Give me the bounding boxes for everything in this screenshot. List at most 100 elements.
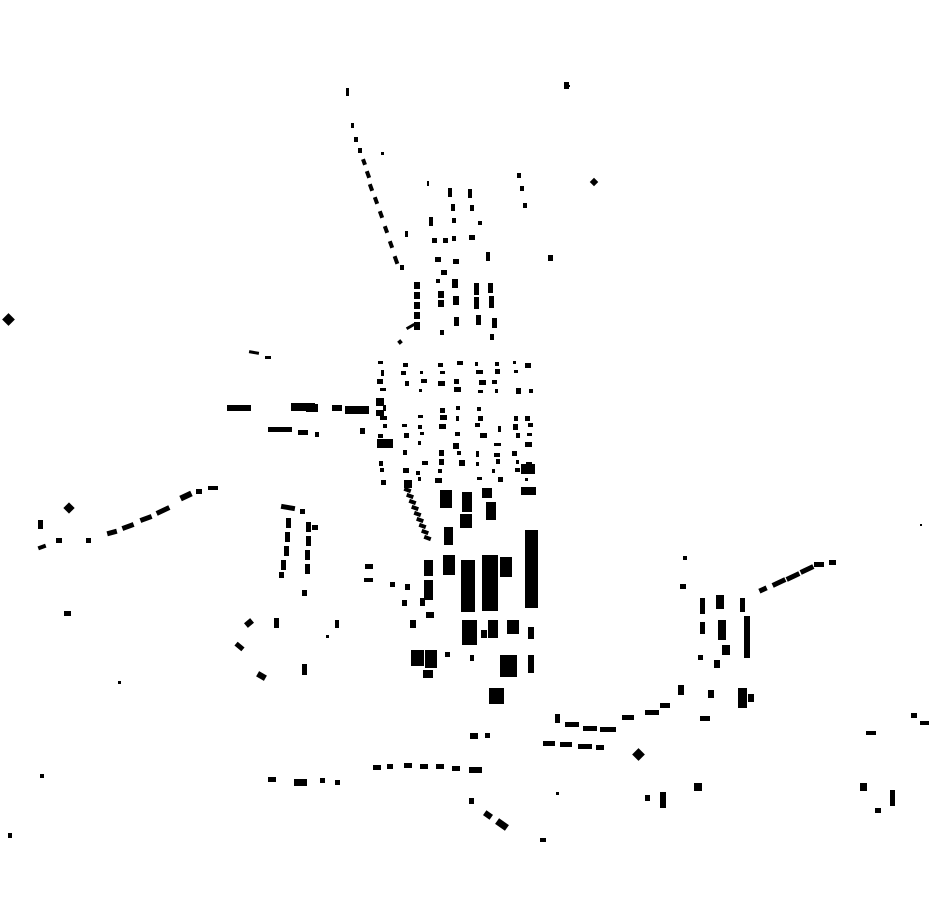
building <box>457 451 461 455</box>
building <box>423 534 432 542</box>
building <box>498 426 501 432</box>
building <box>478 221 482 225</box>
building <box>418 522 427 530</box>
building <box>302 590 307 596</box>
building <box>455 432 460 436</box>
building <box>414 282 420 289</box>
building <box>443 238 448 243</box>
building <box>248 350 260 355</box>
building <box>492 469 495 473</box>
building <box>423 670 433 678</box>
building <box>492 318 497 328</box>
building <box>378 434 383 438</box>
building <box>305 550 310 560</box>
building <box>382 225 390 234</box>
building <box>121 522 135 531</box>
building <box>284 546 289 556</box>
building <box>488 283 493 293</box>
building <box>748 694 754 702</box>
building <box>513 424 518 430</box>
building <box>920 524 922 526</box>
building <box>390 582 395 587</box>
building <box>364 170 372 179</box>
building <box>486 252 490 261</box>
building <box>495 362 499 366</box>
building <box>771 577 787 588</box>
building <box>478 416 483 421</box>
building <box>372 196 380 205</box>
building <box>480 433 487 438</box>
building <box>379 461 383 466</box>
building <box>414 302 420 309</box>
building <box>335 620 339 628</box>
building <box>414 322 420 330</box>
building <box>476 462 479 466</box>
building <box>799 564 815 575</box>
building <box>516 460 519 464</box>
building <box>470 655 474 661</box>
building <box>376 410 384 416</box>
building <box>512 451 517 456</box>
building <box>514 416 518 421</box>
building <box>875 808 881 813</box>
building <box>2 313 15 326</box>
building <box>482 555 498 611</box>
building <box>492 380 497 384</box>
building <box>488 620 498 638</box>
building <box>490 334 494 340</box>
building <box>418 441 421 445</box>
building <box>462 620 477 645</box>
building <box>376 398 384 406</box>
building <box>244 618 254 628</box>
building <box>106 528 118 537</box>
building <box>279 572 284 578</box>
building <box>416 516 424 524</box>
building <box>525 416 530 421</box>
building <box>489 296 494 308</box>
building <box>268 777 276 782</box>
building <box>500 655 517 677</box>
building <box>454 317 459 326</box>
building <box>738 688 747 708</box>
building <box>495 369 500 374</box>
building <box>410 620 416 628</box>
building <box>286 518 291 528</box>
building <box>451 204 455 211</box>
building <box>208 486 218 490</box>
building <box>525 478 528 481</box>
building <box>380 468 384 472</box>
building <box>438 291 444 298</box>
building <box>179 490 193 502</box>
building <box>445 652 450 657</box>
building <box>475 362 478 366</box>
building <box>468 189 472 198</box>
building <box>476 370 483 374</box>
building <box>478 390 483 393</box>
building <box>785 571 801 582</box>
building <box>315 432 319 437</box>
building <box>860 783 867 791</box>
building <box>438 381 445 386</box>
building <box>482 488 492 498</box>
building <box>578 744 592 749</box>
building <box>306 522 311 532</box>
building <box>439 424 446 429</box>
building <box>489 688 504 704</box>
building <box>548 255 553 261</box>
building <box>556 792 559 795</box>
building <box>291 403 315 411</box>
building <box>418 425 422 429</box>
building <box>477 407 481 411</box>
building <box>475 423 480 427</box>
building <box>424 580 433 600</box>
building <box>440 408 445 413</box>
building <box>383 442 387 445</box>
building <box>469 235 475 240</box>
building <box>8 833 12 838</box>
building <box>565 722 579 727</box>
building <box>387 764 393 769</box>
building <box>139 514 153 523</box>
building <box>596 745 604 750</box>
building <box>302 664 307 675</box>
